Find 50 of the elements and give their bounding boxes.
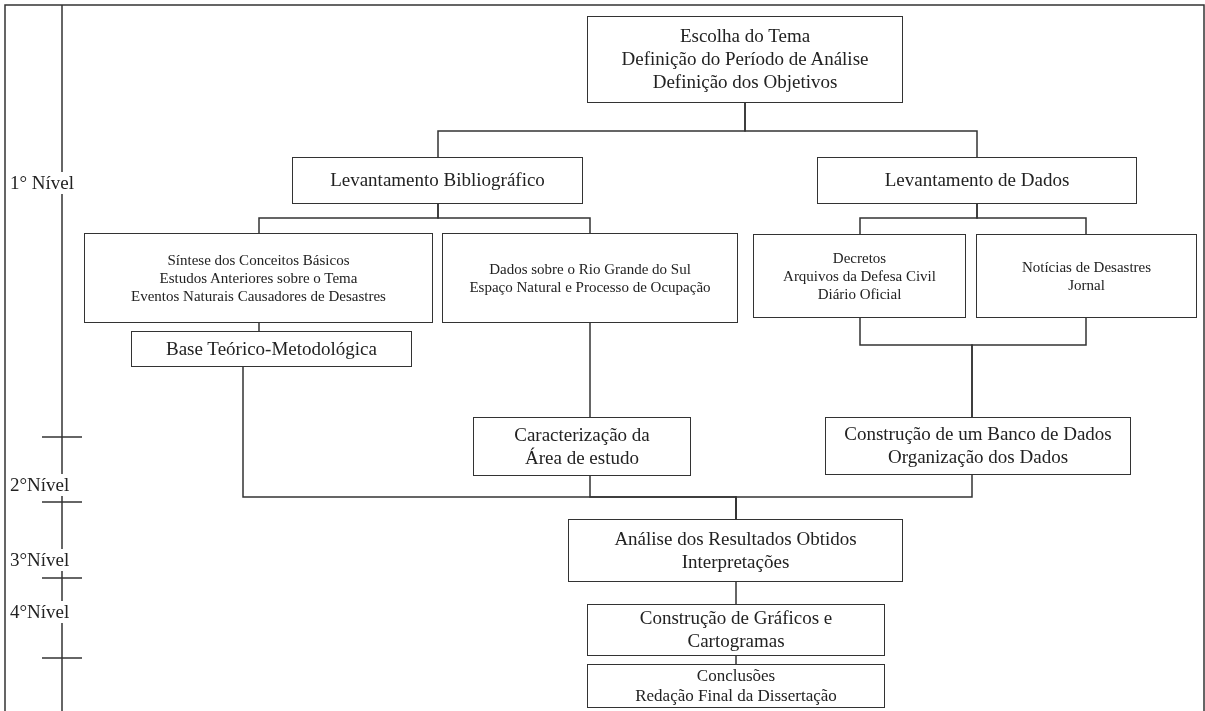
connector-line xyxy=(437,203,591,234)
level-label: 2°Nível xyxy=(10,474,70,496)
box-text: Decretos xyxy=(832,249,887,267)
box-text: Jornal xyxy=(1068,276,1105,294)
level-label: 3°Nível xyxy=(10,549,70,571)
box-text: Estudos Anteriores sobre o Tema xyxy=(159,269,358,287)
connector-line xyxy=(735,474,973,520)
process-box xyxy=(84,233,433,323)
box-text: Síntese dos Conceitos Básicos xyxy=(167,251,350,269)
connector-line xyxy=(744,102,978,158)
box-text: Arquivos da Defesa Civil xyxy=(783,267,936,285)
level-label: 1° Nível xyxy=(10,172,75,194)
process-box xyxy=(976,234,1197,318)
process-box xyxy=(473,417,691,476)
box-text: Definição do Período de Análise xyxy=(621,48,869,71)
level-label: 4°Nível xyxy=(10,601,70,623)
box-text: Análise dos Resultados Obtidos xyxy=(614,527,857,551)
box-text: Construção de Gráficos e Cartogramas xyxy=(638,607,834,653)
box-text: Notícias de Desastres xyxy=(1021,258,1152,276)
box-text: Redação Final da Dissertação xyxy=(635,686,837,707)
box-text: Interpretações xyxy=(681,550,790,574)
box-text: Levantamento de Dados xyxy=(884,169,1070,192)
box-text: Dados sobre o Rio Grande do Sul xyxy=(489,260,691,278)
process-box xyxy=(131,331,412,367)
box-text: Diário Oficial xyxy=(817,285,902,303)
process-box xyxy=(292,157,583,204)
box-text: Eventos Naturais Causadores de Desastres xyxy=(131,287,386,305)
process-box xyxy=(825,417,1131,475)
box-text: Espaço Natural e Processo de Ocupação xyxy=(469,278,711,296)
box-text: Base Teórico-Metodológica xyxy=(166,337,377,361)
connector-line xyxy=(258,322,260,332)
box-text: Definição dos Objetivos xyxy=(652,70,838,94)
connector-line xyxy=(589,322,591,418)
connector-line xyxy=(735,655,737,665)
process-box xyxy=(587,16,903,103)
connector-line xyxy=(971,317,1087,418)
process-box xyxy=(568,519,903,582)
connector-line xyxy=(735,581,737,605)
box-text: Escolha do Tema xyxy=(679,25,811,49)
process-box xyxy=(753,234,966,318)
box-text: Caracterização da Área de estudo xyxy=(513,423,651,470)
box-text: Levantamento Bibliográfico xyxy=(330,169,545,192)
process-box xyxy=(442,233,738,323)
box-text: Organização dos Dados xyxy=(887,446,1069,469)
process-box xyxy=(587,604,885,656)
box-text: Construção de um Banco de Dados xyxy=(844,423,1112,446)
connector-line xyxy=(976,203,1087,235)
box-text: Conclusões xyxy=(696,665,776,686)
process-box xyxy=(817,157,1137,204)
process-box xyxy=(587,664,885,708)
